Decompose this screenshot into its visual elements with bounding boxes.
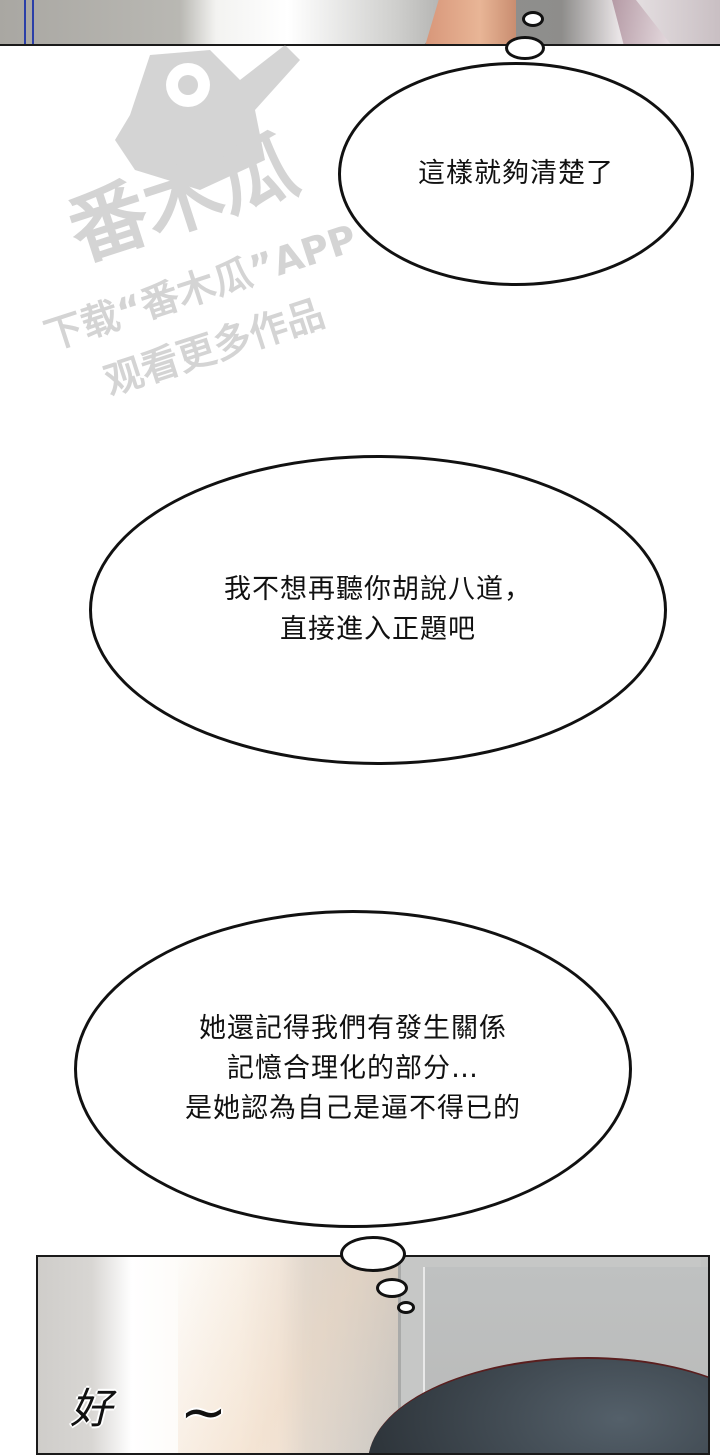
svg-text:观看更多作品: 观看更多作品 <box>99 291 329 400</box>
bubble-3-text: 她還記得我們有發生關係 記憶合理化的部分… 是她認為自己是逼不得已的 <box>185 1013 521 1124</box>
thought-puff-small <box>522 11 544 27</box>
thought-bubble-1: 這樣就夠清楚了 <box>338 62 694 286</box>
top-panel <box>0 0 720 46</box>
thought-bubble-2: 我不想再聽你胡說八道， 直接進入正題吧 <box>89 455 667 765</box>
watermark-text: 番木瓜 下载“番木瓜”APP 观看更多作品 <box>40 120 362 400</box>
sfx-text: 好 <box>70 1384 113 1433</box>
character-sleeve <box>612 0 672 44</box>
thought-bubble-3: 她還記得我們有發生關係 記憶合理化的部分… 是她認為自己是逼不得已的 <box>74 910 632 1228</box>
thought-puff-medium <box>505 36 545 60</box>
blue-strap-detail <box>24 0 34 44</box>
bubble-2-text: 我不想再聽你胡說八道， 直接進入正題吧 <box>224 574 532 645</box>
sfx-tilde: ~ <box>180 1380 227 1445</box>
svg-text:番木瓜: 番木瓜 <box>58 120 308 278</box>
thought-puff-medium-2 <box>376 1278 408 1298</box>
svg-text:下载“番木瓜”APP: 下载“番木瓜”APP <box>40 216 362 358</box>
bubble-1-text: 這樣就夠清楚了 <box>418 158 614 189</box>
thought-puff-small-2 <box>397 1301 415 1314</box>
character-neck <box>425 0 516 44</box>
thought-puff-large <box>340 1236 406 1272</box>
bottom-panel <box>36 1255 710 1455</box>
